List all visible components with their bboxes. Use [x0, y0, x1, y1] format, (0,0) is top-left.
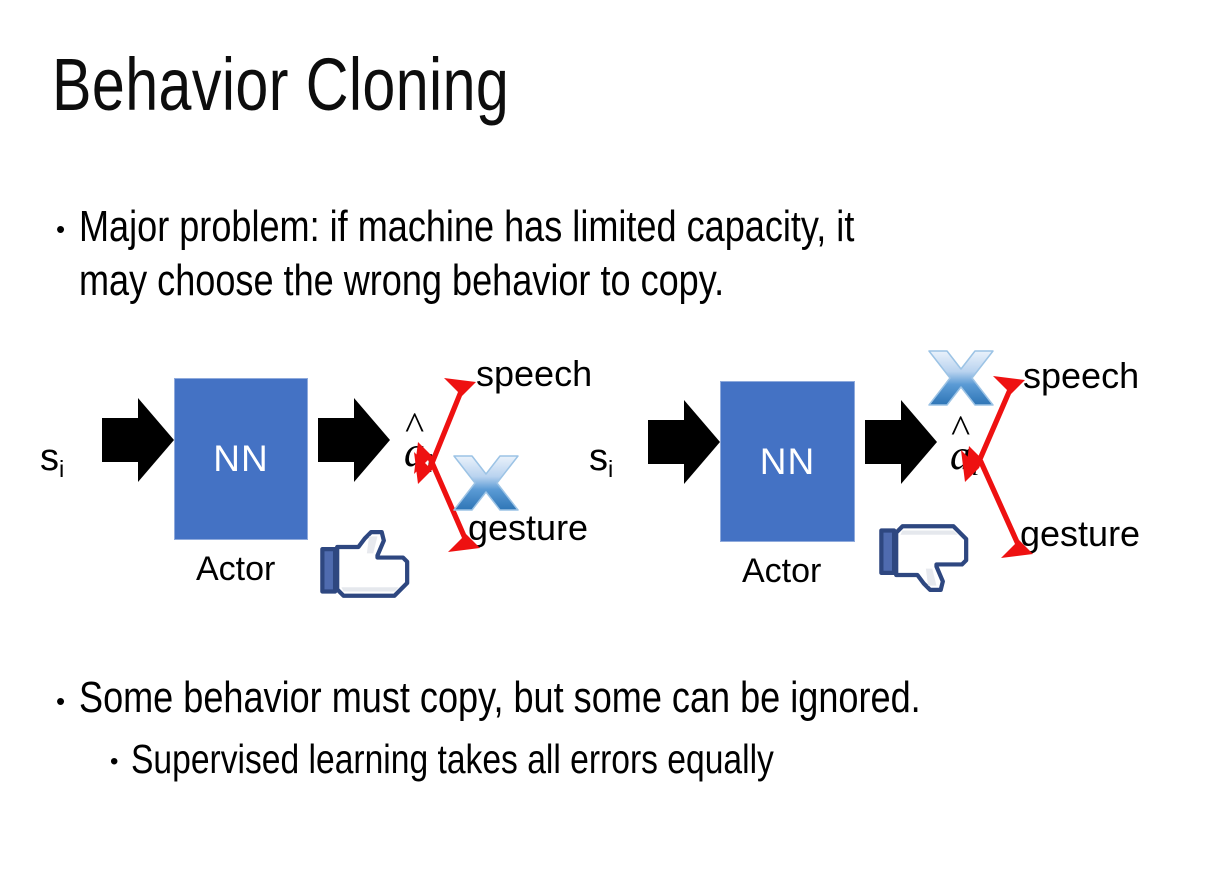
sidebar-none state-input-label: si [40, 437, 65, 483]
bullet-top-problem: • Major problem: if machine has limited … [56, 200, 1176, 307]
diagram-left-graphics [102, 378, 519, 598]
output-block-arrow-icon [318, 398, 390, 482]
page-title: Behavior Cloning [52, 43, 510, 126]
branch-label-gesture: gesture [468, 507, 589, 548]
nn-box: NN [720, 381, 855, 542]
bullet-bottom-level-2: • Supervised learning takes all errors e… [110, 735, 1190, 784]
nn-box-label: NN [213, 438, 269, 479]
actor-caption: Actor [742, 552, 822, 590]
branch-arrow-speech-icon [414, 378, 476, 484]
nn-box-label: NN [759, 440, 816, 482]
branch-arrow-speech-icon [961, 376, 1025, 482]
branch-arrow-gesture-icon [965, 446, 1033, 558]
thumbs-up-icon [320, 530, 410, 598]
input-block-arrow-icon [102, 398, 174, 482]
state-symbol: s [589, 437, 608, 479]
cross-out-speech-icon [928, 350, 994, 406]
input-block-arrow-icon [648, 400, 720, 484]
diagram-right-graphics [648, 350, 1033, 592]
state-subscript: i [59, 456, 65, 483]
state-subscript: i [608, 456, 614, 483]
diagram-left-good-copy: si NN Actor ai speech gesture [10, 340, 610, 640]
branch-label-gesture: gesture [1020, 513, 1141, 554]
branch-arrow-gesture-icon [414, 442, 480, 552]
bullet-top-line-1: Major problem: if machine has limited ca… [79, 202, 855, 251]
bullet-bottom-level-1-text: Some behavior must copy, but some can be… [79, 673, 921, 722]
state-symbol: s [40, 437, 59, 479]
state-input-label: si [589, 437, 614, 483]
bullet-marker-icon: • [56, 686, 66, 716]
actor-caption: Actor [196, 550, 276, 588]
thumbs-down-icon [879, 524, 969, 592]
output-block-arrow-icon [865, 400, 937, 484]
nn-box: NN [174, 378, 308, 540]
bullet-top-line-2: may choose the wrong behavior to copy. [79, 255, 725, 305]
bullet-bottom-level-2-text: Supervised learning takes all errors equ… [131, 736, 775, 782]
diagram-right-bad-copy: si NN Actor ai speech gesture [575, 340, 1175, 640]
branch-label-speech: speech [476, 353, 593, 394]
bullet-marker-icon: • [56, 214, 66, 244]
cross-out-gesture-icon [453, 455, 519, 511]
branch-label-speech: speech [1023, 355, 1140, 396]
bullet-bottom-level-1: • Some behavior must copy, but some can … [56, 672, 1176, 725]
bullet-marker-icon: • [110, 748, 119, 775]
